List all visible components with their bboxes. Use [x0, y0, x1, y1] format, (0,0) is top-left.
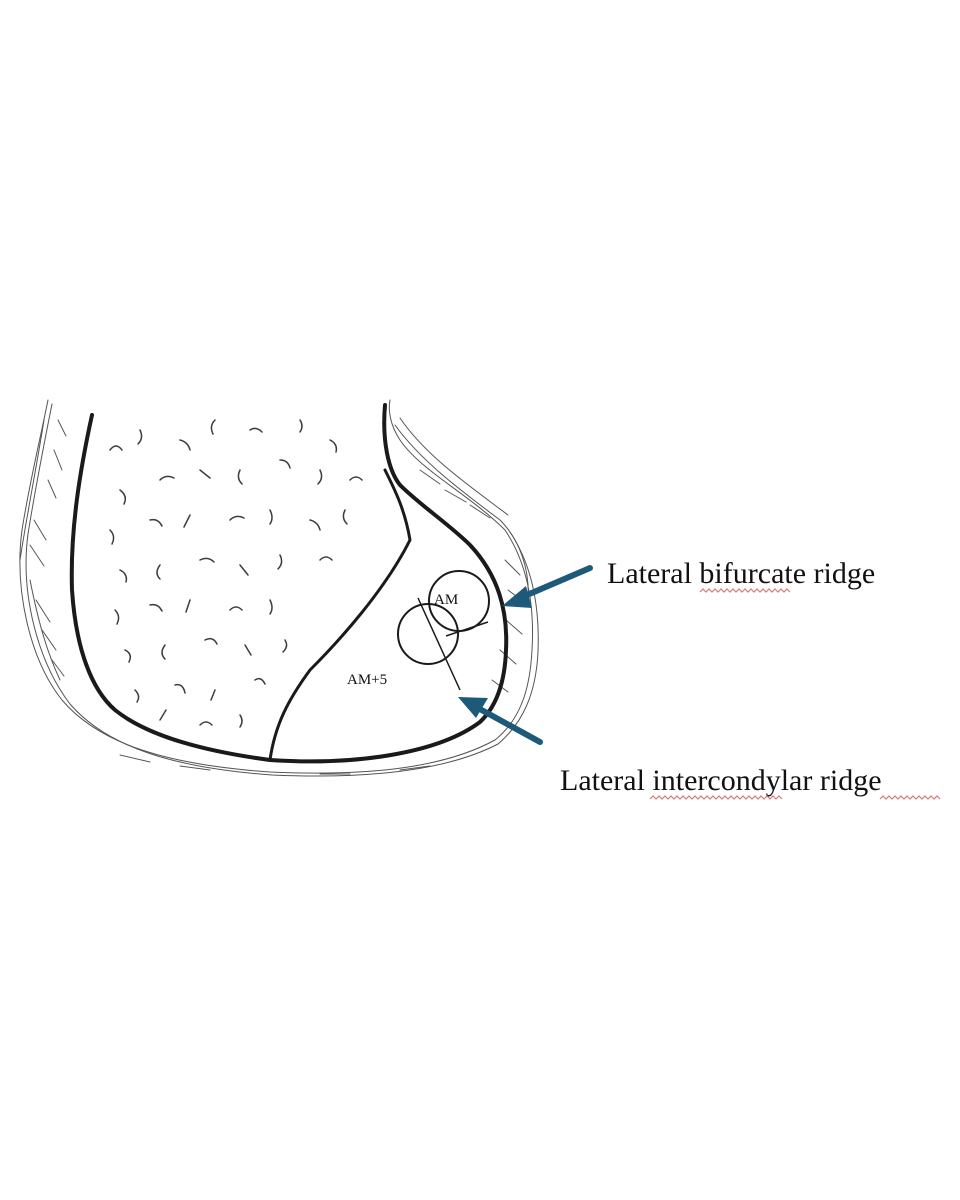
- ridge-spellcheck-underline: [879, 795, 941, 800]
- intercondylar-arrow-head: [458, 697, 488, 718]
- intercondylar-spellcheck-underline: [649, 795, 783, 800]
- condyle-outline: [69, 403, 509, 764]
- outer-cortex-sketch: [19, 399, 539, 777]
- lateral-bifurcate-ridge-label: Lateral bifurcate ridge: [607, 557, 875, 590]
- bifurcate-arrow-shaft: [517, 565, 593, 601]
- callout-labels: Lateral bifurcate ridge Lateral intercon…: [560, 557, 941, 800]
- cancellous-texture: [109, 419, 363, 728]
- am-label: AM: [434, 592, 458, 608]
- intercondylar-arrow-shaft: [475, 705, 543, 745]
- am-plus-5-label: AM+5: [347, 672, 387, 688]
- bifurcate-spellcheck-underline: [699, 588, 791, 593]
- bifurcate-reference-line: [417, 597, 461, 691]
- bifurcate-arrow-head: [502, 586, 532, 608]
- lateral-intercondylar-ridge-label: Lateral intercondylar ridge: [560, 764, 882, 797]
- tunnel-markers: AM AM+5: [347, 570, 490, 691]
- am-plus-5-tunnel-circle: [397, 603, 459, 665]
- pointer-arrows: [458, 565, 593, 745]
- tunnel-connector-line: [445, 621, 489, 637]
